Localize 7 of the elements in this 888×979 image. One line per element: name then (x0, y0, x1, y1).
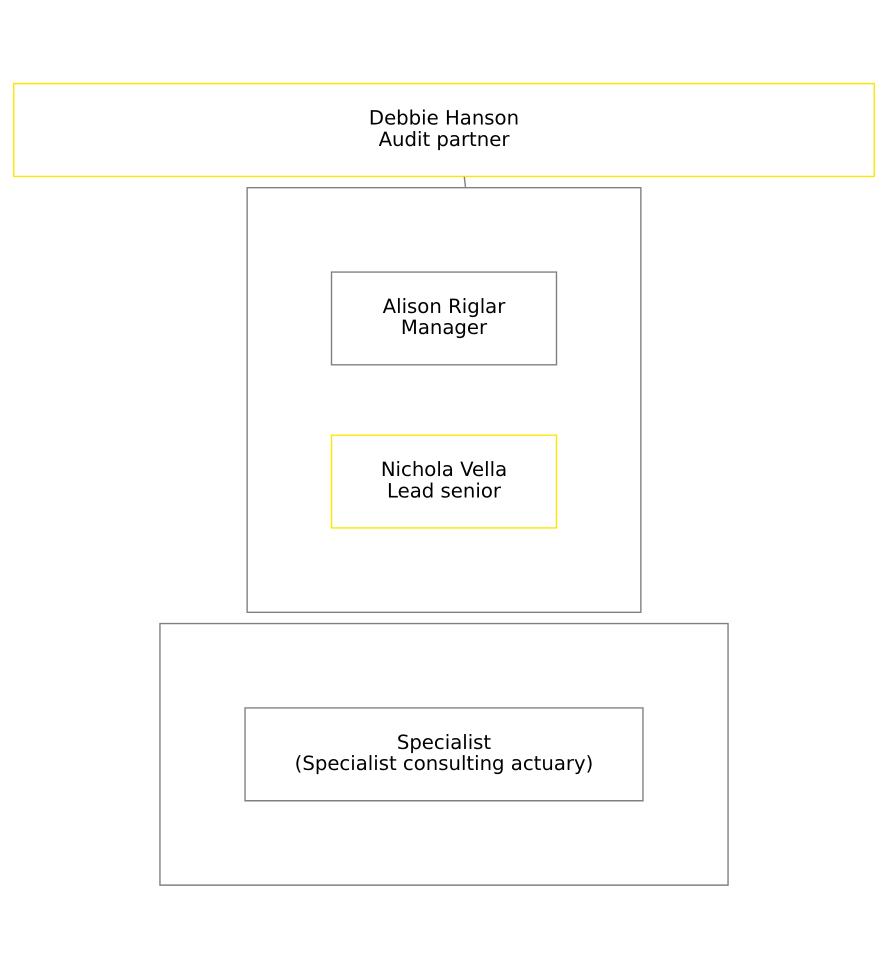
node-box: Nichola Vella Lead senior (330, 434, 558, 528)
node-box: Alison Riglar Manager (330, 270, 558, 366)
node-box: Debbie Hanson Audit partner (13, 82, 875, 177)
connector (464, 176, 466, 188)
cluster (159, 622, 729, 886)
node-box: Specialist (Specialist consulting actuary) (244, 706, 644, 801)
cluster (246, 186, 642, 613)
